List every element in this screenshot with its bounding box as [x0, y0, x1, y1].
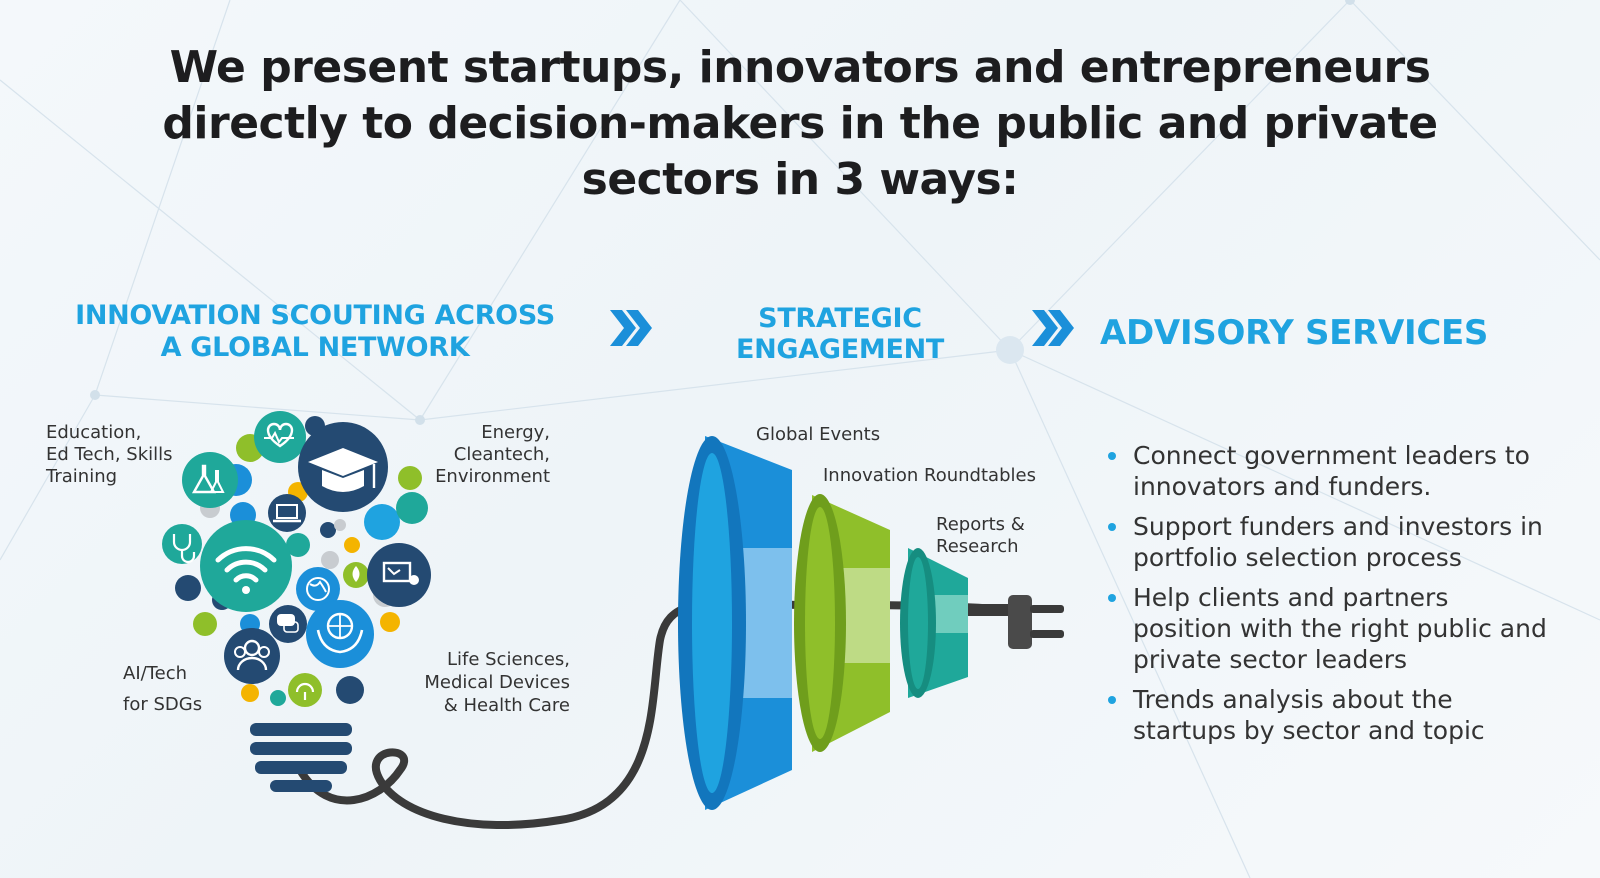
leaf-drop-icon [343, 562, 369, 588]
plug-icon [968, 595, 1064, 649]
list-item: Support funders and investors in portfol… [1106, 511, 1576, 573]
globe-icon [296, 567, 340, 611]
sector-label-education: Education, Ed Tech, Skills Training [46, 422, 173, 487]
engagement-heading-line: STRATEGIC [758, 303, 922, 334]
engagement-label-global-events: Global Events [756, 424, 881, 445]
chevron-double-right-icon [610, 310, 652, 346]
advisory-heading-title: ADVISORY SERVICES [1100, 313, 1489, 353]
list-item: Trends analysis about the startups by se… [1106, 684, 1576, 746]
advisory-bullet-list: Connect government leaders to innovators… [1106, 440, 1576, 755]
funnel-global-events [678, 436, 792, 810]
presentation-icon [367, 543, 431, 607]
recycle-tree-icon [288, 673, 322, 707]
headline-line: directly to decision-makers in the publi… [162, 98, 1438, 149]
chevron-double-right-icon [1032, 310, 1074, 346]
laptop-icon [268, 494, 306, 532]
list-item: Connect government leaders to innovators… [1106, 440, 1576, 502]
chat-bubbles-icon [269, 605, 307, 643]
engagement-label-roundtables: Innovation Roundtables [823, 465, 1036, 486]
graduation-cap-icon [298, 422, 388, 512]
headline: We present startups, innovators and entr… [100, 40, 1500, 208]
headline-line: sectors in 3 ways: [581, 154, 1019, 205]
globe-in-hands-icon [306, 600, 374, 668]
advisory-heading: ADVISORY SERVICES [1100, 313, 1520, 353]
people-icon [224, 628, 280, 684]
scouting-heading-line: A GLOBAL NETWORK [160, 332, 470, 363]
engagement-heading-line: ENGAGEMENT [735, 334, 945, 365]
sector-label-energy: Energy, Cleantech, Environment [435, 422, 550, 487]
scouting-heading-line: INNOVATION SCOUTING ACROSS [75, 300, 555, 331]
lightbulb-icon [162, 411, 431, 792]
sector-label-ai-tech: AI/Tech for SDGs [123, 663, 203, 715]
bulb-base-icon [250, 723, 352, 792]
funnel-roundtables [794, 494, 890, 752]
engagement-heading: STRATEGIC ENGAGEMENT [700, 303, 980, 365]
wifi-icon [200, 520, 292, 612]
scouting-heading: INNOVATION SCOUTING ACROSS A GLOBAL NETW… [60, 300, 570, 364]
stethoscope-icon [162, 524, 202, 564]
engagement-label-reports: Reports & Research [936, 514, 1025, 557]
sector-label-life-sciences: Life Sciences, Medical Devices & Health … [424, 649, 570, 716]
science-flasks-icon [182, 452, 238, 508]
funnel-reports [900, 548, 968, 698]
headline-line: We present startups, innovators and entr… [169, 42, 1431, 93]
list-item: Help clients and partners position with … [1106, 582, 1576, 675]
heart-monitor-icon [254, 411, 306, 463]
